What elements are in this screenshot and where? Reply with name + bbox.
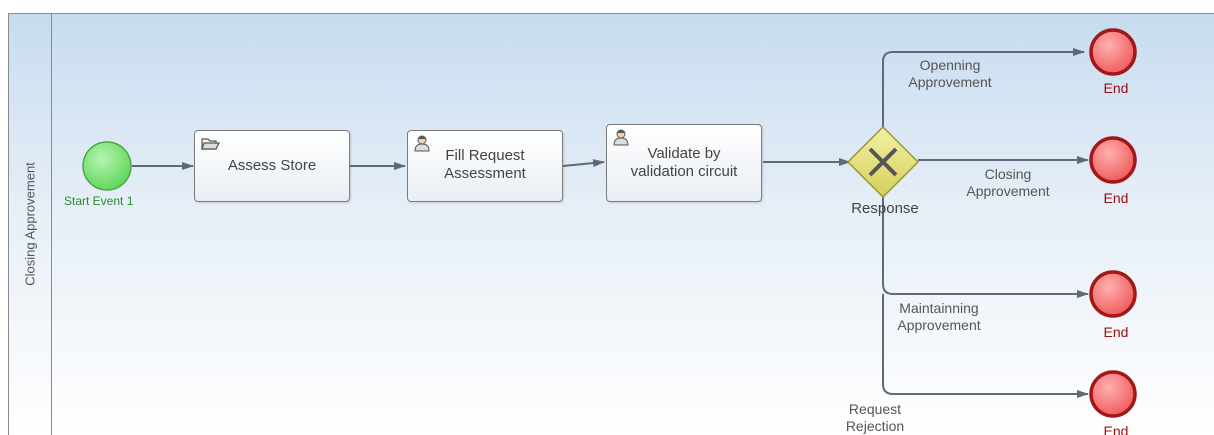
end-event-label-1: End — [1103, 80, 1129, 96]
flow-label-line-1: Request — [848, 401, 902, 417]
user-icon — [613, 129, 629, 146]
flow-to-end-3[interactable] — [882, 196, 1089, 298]
flow-label-line-1: Openning — [919, 57, 981, 73]
flow-label-closing: Closing Approvement — [948, 166, 1068, 200]
end-event-circle-1[interactable] — [1089, 28, 1137, 76]
lane-header[interactable] — [8, 13, 52, 435]
pool — [8, 13, 1214, 435]
flow-label-line-2: Approvement — [897, 317, 981, 333]
start-event-label: Start Event 1 — [64, 194, 134, 208]
flow-label-line-2: Approvement — [908, 74, 992, 90]
flow-label-line-1: Maintainning — [899, 300, 979, 316]
task-assess-store[interactable]: Assess Store — [194, 130, 350, 202]
flow-label-maintainning: Maintainning Approvement — [879, 300, 999, 334]
end-event-circle-4[interactable] — [1089, 370, 1137, 418]
start-event-circle[interactable] — [82, 141, 132, 191]
task-label-line-1: Validate by — [647, 145, 721, 162]
task-label-line-1: Assess Store — [227, 157, 317, 174]
gateway-label: Response — [851, 200, 919, 217]
flow-to-end-4[interactable] — [882, 294, 1089, 398]
end-event-label-2: End — [1103, 190, 1129, 206]
end-event-circle-2[interactable] — [1089, 136, 1137, 184]
task-label-line-1: Fill Request — [445, 147, 525, 164]
flow-label-line-2: Approvement — [966, 183, 1050, 199]
flow-label-request-rejection: Request Rejection — [830, 401, 920, 435]
user-icon — [414, 135, 430, 152]
flow-label-line-1: Closing — [984, 166, 1032, 182]
flow-fill-to-validate[interactable] — [562, 159, 605, 168]
task-label-line-2: Assessment — [444, 165, 526, 182]
end-event-label-3: End — [1103, 324, 1129, 340]
task-label-line-2: validation circuit — [630, 163, 738, 180]
flow-label-openning: Openning Approvement — [890, 57, 1010, 91]
end-event-circle-3[interactable] — [1089, 270, 1137, 318]
task-fill-request-assessment[interactable]: Fill Request Assessment — [407, 130, 563, 202]
exclusive-gateway[interactable] — [846, 125, 920, 199]
flow-to-end-1[interactable] — [882, 48, 1085, 130]
flow-label-line-2: Rejection — [845, 418, 905, 434]
folder-icon — [201, 138, 220, 150]
end-event-label-4: End — [1103, 423, 1129, 435]
task-validate-by-validation-circuit[interactable]: Validate by validation circuit — [606, 124, 762, 202]
